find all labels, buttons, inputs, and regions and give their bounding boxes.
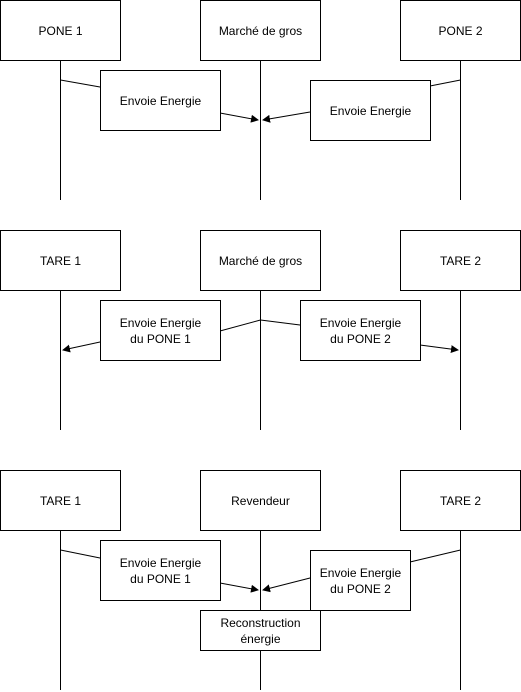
note-reconstruction-energie-label: Reconstruction énergie bbox=[220, 615, 301, 646]
message-envoie-energie-pone1-label: Envoie Energie du PONE 1 bbox=[119, 315, 202, 346]
actor-marche-de-gros-2: Marché de gros bbox=[200, 230, 321, 291]
actor-revendeur-label: Revendeur bbox=[231, 493, 290, 508]
message-pone2-envoie-energie: Envoie Energie bbox=[310, 80, 431, 141]
actor-tare1-b-label: TARE 1 bbox=[39, 493, 82, 508]
message-revendeur-pone2-label: Envoie Energie du PONE 2 bbox=[319, 565, 402, 596]
actor-tare2-b-label: TARE 2 bbox=[439, 493, 482, 508]
note-reconstruction-energie: Reconstruction énergie bbox=[200, 610, 321, 651]
actor-marche-de-gros-1: Marché de gros bbox=[200, 0, 321, 61]
actor-pone2-label: PONE 2 bbox=[438, 23, 483, 38]
actor-marche-de-gros-2-label: Marché de gros bbox=[218, 253, 303, 268]
actor-pone2: PONE 2 bbox=[400, 0, 521, 61]
actor-marche-de-gros-1-label: Marché de gros bbox=[218, 23, 303, 38]
actor-tare1-b: TARE 1 bbox=[0, 470, 121, 531]
actor-tare2-b: TARE 2 bbox=[400, 470, 521, 531]
message-envoie-energie-pone2-label: Envoie Energie du PONE 2 bbox=[319, 315, 402, 346]
actor-tare2-a-label: TARE 2 bbox=[439, 253, 482, 268]
message-envoie-energie-pone1: Envoie Energie du PONE 1 bbox=[100, 300, 221, 361]
message-revendeur-pone1: Envoie Energie du PONE 1 bbox=[100, 540, 221, 601]
actor-pone1: PONE 1 bbox=[0, 0, 121, 61]
message-revendeur-pone1-label: Envoie Energie du PONE 1 bbox=[119, 555, 202, 586]
message-revendeur-pone2: Envoie Energie du PONE 2 bbox=[310, 550, 411, 611]
message-pone1-label: Envoie Energie bbox=[119, 93, 202, 108]
actor-revendeur: Revendeur bbox=[200, 470, 321, 531]
message-pone2-label: Envoie Energie bbox=[329, 103, 412, 118]
actor-pone1-label: PONE 1 bbox=[38, 23, 83, 38]
message-pone1-envoie-energie: Envoie Energie bbox=[100, 70, 221, 131]
message-envoie-energie-pone2: Envoie Energie du PONE 2 bbox=[300, 300, 421, 361]
actor-tare1-a: TARE 1 bbox=[0, 230, 121, 291]
actor-tare1-a-label: TARE 1 bbox=[39, 253, 82, 268]
actor-tare2-a: TARE 2 bbox=[400, 230, 521, 291]
